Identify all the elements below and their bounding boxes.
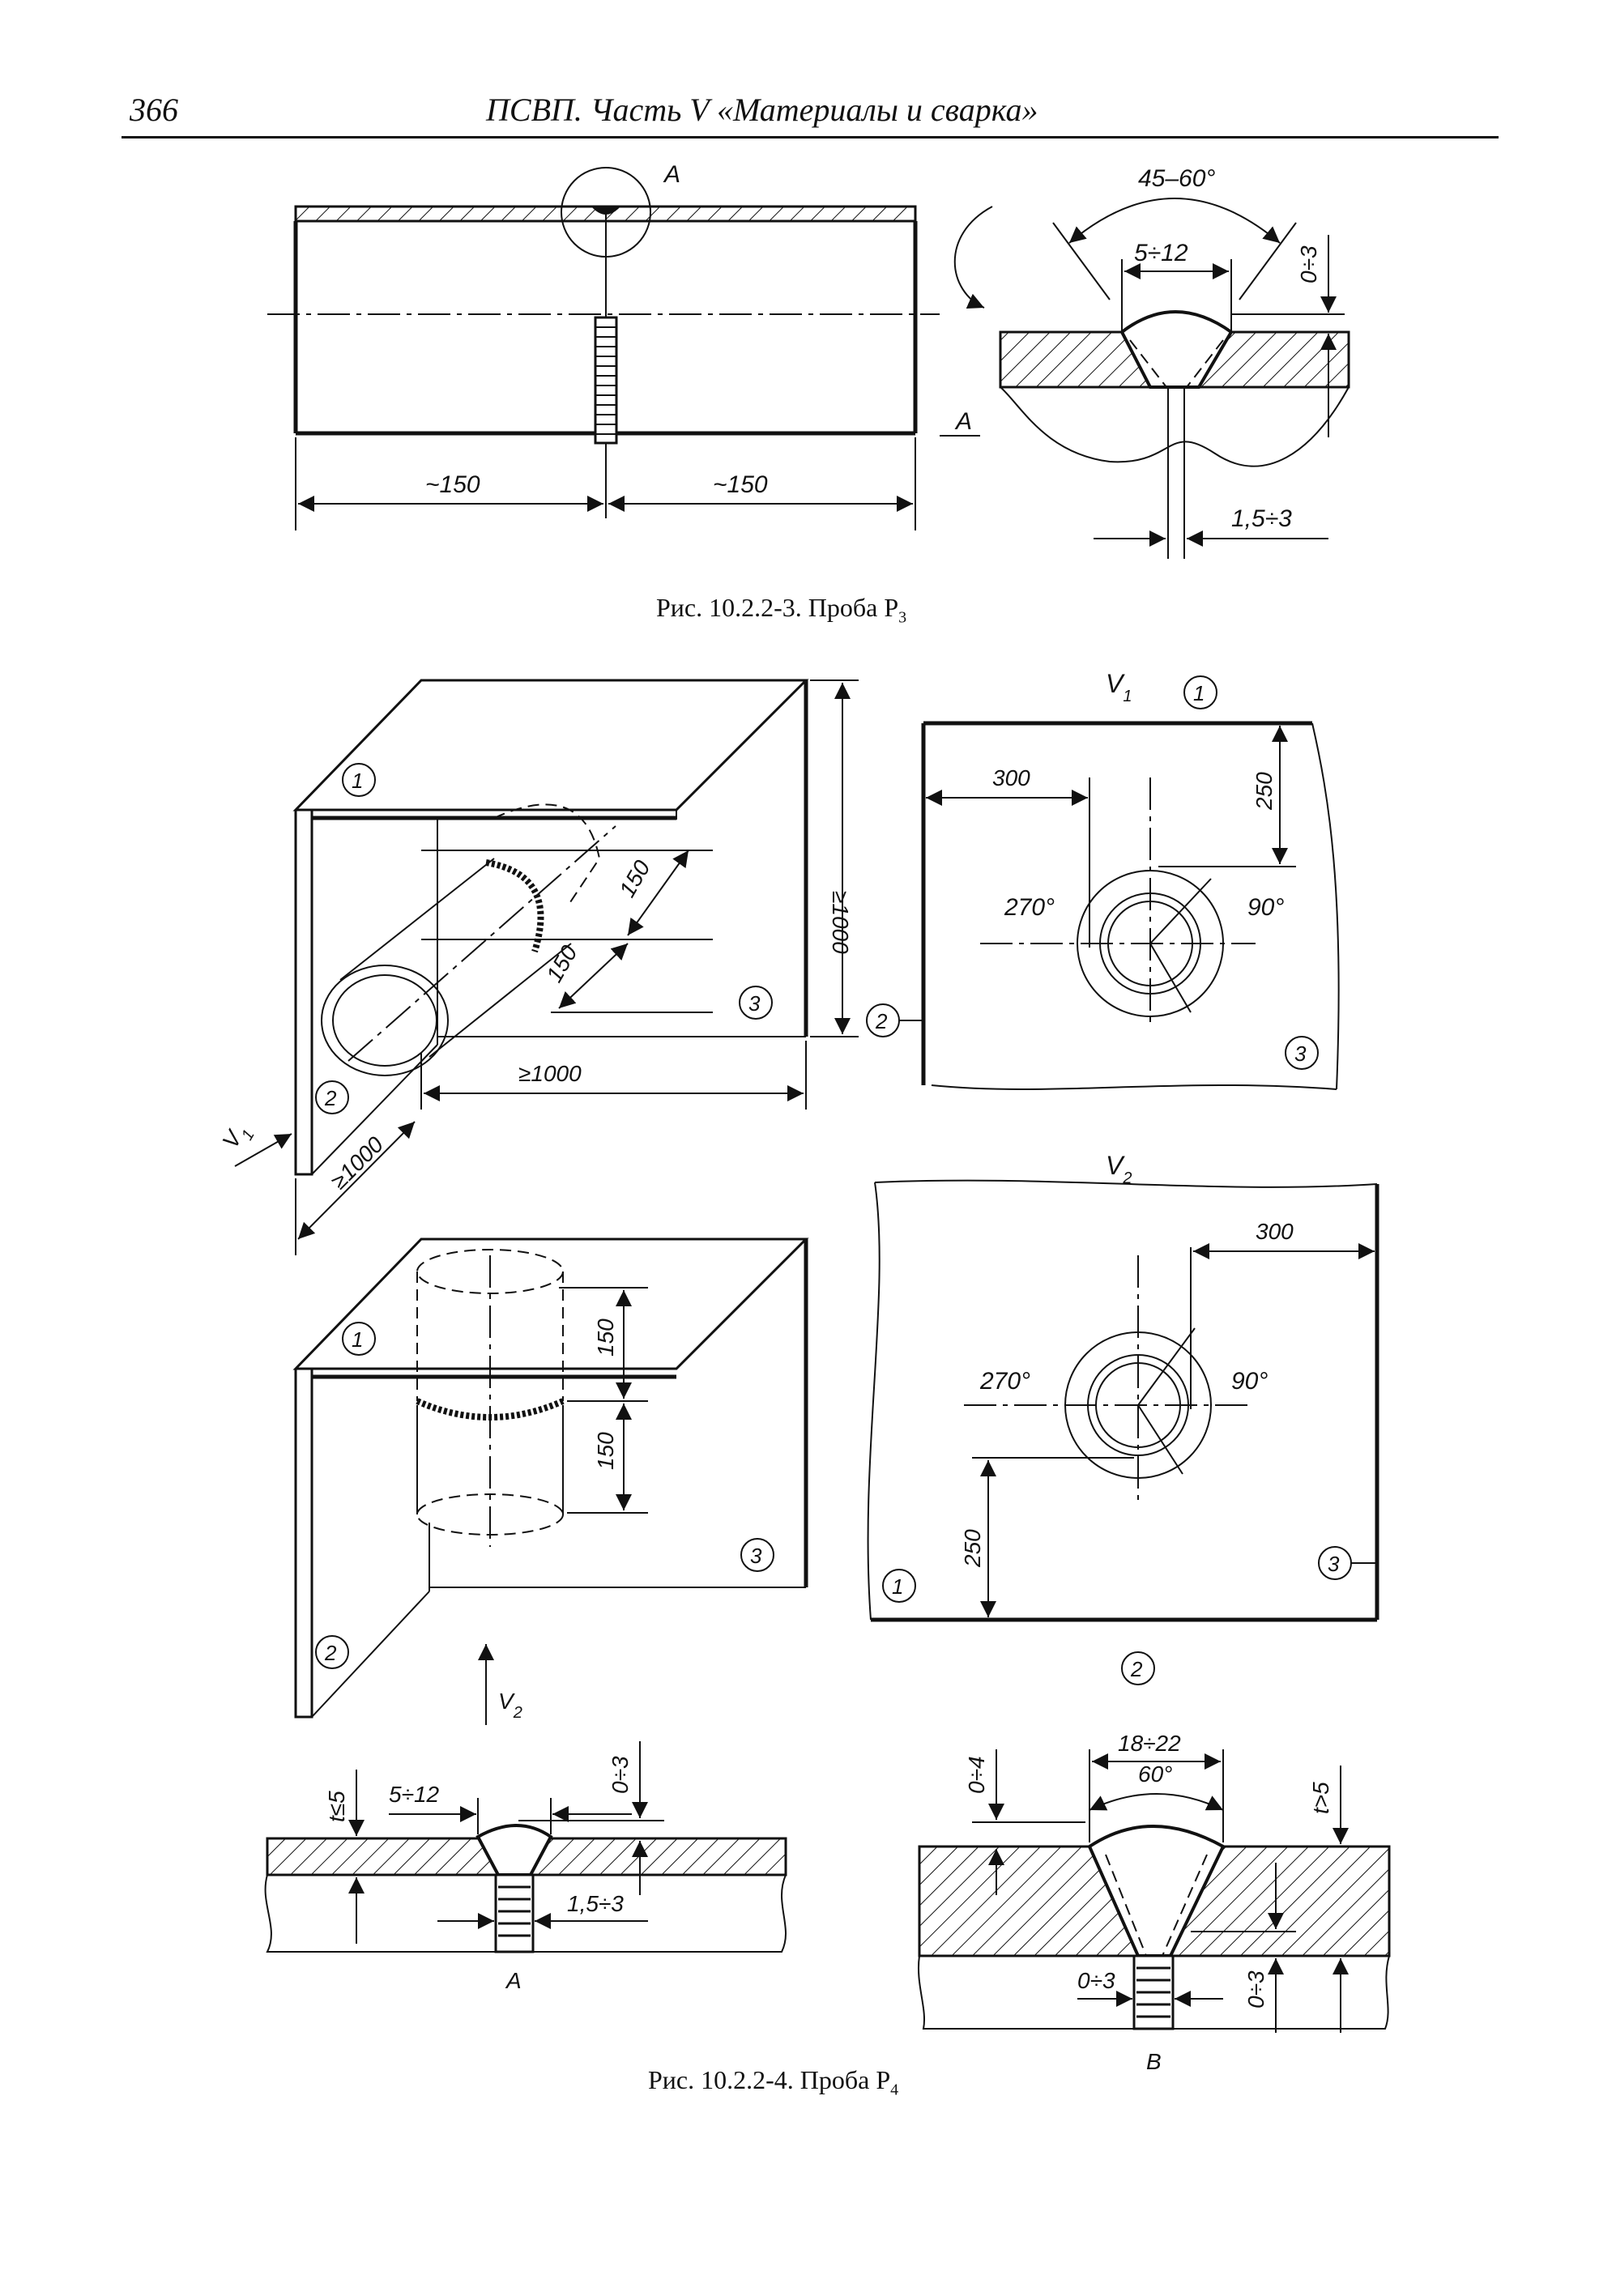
view2-label-2: 2 (1130, 1657, 1143, 1681)
view2-dim-300: 300 (1256, 1219, 1294, 1244)
top-iso-view-subscript: 1 (238, 1127, 258, 1144)
view1-angle-270: 270° (1004, 894, 1055, 921)
fig4-caption: Рис. 10.2.2-4. Проба Р4 (648, 2065, 899, 2099)
view2-title: V2 (1106, 1151, 1132, 1187)
fig4-bottom-iso: 150 150 V2 1 2 3 (292, 1237, 809, 1725)
top-iso-dim-150-a: 150 (614, 856, 655, 901)
top-iso-label-2: 2 (324, 1086, 337, 1110)
view2-dim-250: 250 (960, 1529, 985, 1568)
view1-title: V1 (1106, 669, 1132, 705)
bottom-iso-view: V2 (498, 1689, 522, 1722)
section-a-root-gap: 1,5÷3 (567, 1891, 624, 1916)
fig4-top-iso: 150 150 ≥1000 ≥1000 ≥1000 V1 1 2 3 (217, 679, 859, 1255)
top-iso-view: V1 (217, 1119, 258, 1157)
section-b-angle: 60° (1138, 1761, 1172, 1787)
section-b-top-width: 18÷22 (1118, 1731, 1181, 1756)
header-rule (122, 136, 1499, 138)
view1-label-3: 3 (1294, 1042, 1307, 1066)
fig3-root-gap: 1,5÷3 (1231, 505, 1292, 532)
view2-label-3: 3 (1328, 1552, 1340, 1576)
bottom-iso-label-3: 3 (750, 1544, 762, 1568)
running-head: ПСВП. Часть V «Материалы и сварка» (486, 92, 1038, 128)
top-iso-label-3: 3 (748, 991, 761, 1016)
bottom-iso-dim-150-b: 150 (593, 1432, 618, 1470)
fig4-section-a: A t≤5 5÷12 0÷3 1,5÷3 (264, 1741, 787, 1993)
view1-label-1: 1 (1193, 681, 1205, 705)
section-b-thickness: t>5 (1308, 1782, 1333, 1814)
fig3-caption: Рис. 10.2.2-3. Проба Р3 (656, 593, 907, 627)
bottom-iso-view-subscript: 2 (513, 1704, 522, 1722)
fig4-section-b: B 18÷22 60° 0÷4 t>5 0÷3 0÷3 (918, 1731, 1391, 2074)
fig3-weld-section: 45–60° 5÷12 0÷3 1,5÷3 (999, 165, 1350, 559)
fig3-section-label: A (954, 408, 972, 435)
fig4-view1: V1 1 300 250 270° 90° 2 3 (866, 669, 1340, 1090)
fig3-angle: 45–60° (1138, 165, 1215, 192)
section-b-label: B (1146, 2049, 1162, 2074)
bottom-iso-label-1: 1 (352, 1327, 363, 1352)
view2-label-1: 1 (892, 1574, 903, 1599)
fig3-gap-width: 5÷12 (1134, 240, 1188, 266)
fig3-label-a: A (663, 161, 680, 188)
fig3-dim-left: ~150 (425, 471, 480, 498)
section-b-root-face: 0÷3 (1243, 1970, 1269, 2008)
top-iso-dim-depth: ≥1000 (326, 1131, 388, 1194)
page-number: 366 (130, 92, 178, 128)
section-a-thickness: t≤5 (324, 1791, 349, 1822)
view2-angle-270: 270° (979, 1368, 1030, 1395)
view1-dim-300: 300 (992, 765, 1030, 790)
top-iso-dim-height: ≥1000 (828, 891, 853, 954)
view1-angle-90: 90° (1247, 894, 1284, 921)
view1-title-subscript: 1 (1123, 688, 1132, 705)
section-a-reinforcement: 0÷3 (608, 1756, 633, 1794)
view1-label-2: 2 (875, 1009, 888, 1033)
top-iso-label-1: 1 (352, 769, 363, 793)
fig4-view2: V2 300 250 270° 90° 1 2 3 (867, 1151, 1379, 1685)
bottom-iso-dim-150-a: 150 (593, 1318, 618, 1357)
section-b-reinforcement: 0÷4 (964, 1756, 989, 1794)
section-a-gap-width: 5÷12 (389, 1782, 440, 1807)
view2-angle-90: 90° (1231, 1368, 1268, 1395)
view1-dim-250: 250 (1251, 772, 1277, 811)
view2-title-subscript: 2 (1122, 1169, 1132, 1187)
top-iso-dim-width: ≥1000 (518, 1061, 582, 1086)
section-b-root-gap: 0÷3 (1077, 1968, 1115, 1993)
fig3-dim-right: ~150 (713, 471, 768, 498)
top-iso-dim-150-b: 150 (541, 941, 582, 986)
fig3-reinforcement: 0÷3 (1296, 245, 1321, 283)
section-a-label: A (505, 1968, 522, 1993)
bottom-iso-label-2: 2 (324, 1641, 337, 1665)
fig3-pipe-drawing: A ~150 ~150 A (267, 161, 993, 530)
